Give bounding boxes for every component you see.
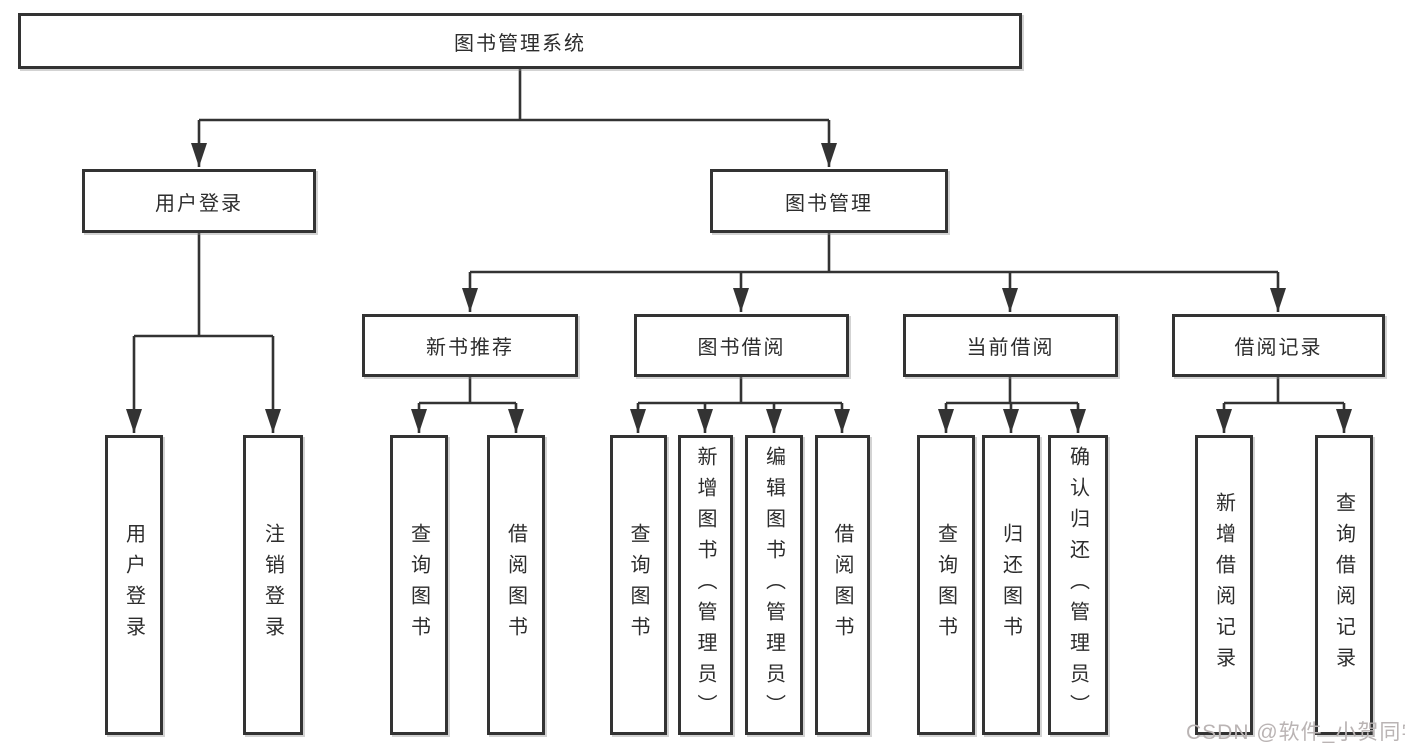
leaf-query-books-2: 查询图书 bbox=[610, 435, 667, 735]
node-borrow-records: 借阅记录 bbox=[1172, 314, 1385, 377]
connector-current-borrowing-children bbox=[938, 377, 1086, 433]
leaf-user-login-label: 用户登录 bbox=[122, 523, 145, 647]
leaf-query-books-1: 查询图书 bbox=[390, 435, 448, 735]
connector-book-mgmt-to-level3 bbox=[462, 233, 1286, 312]
leaf-borrow-books-2-label: 借阅图书 bbox=[831, 523, 853, 647]
node-root-system-label: 图书管理系统 bbox=[454, 32, 586, 55]
leaf-query-borrow-record: 查询借阅记录 bbox=[1315, 435, 1373, 735]
connector-user-login-children bbox=[126, 233, 281, 433]
leaf-confirm-return-admin: 确认归还（管理员） bbox=[1048, 435, 1108, 735]
node-book-management-label: 图书管理 bbox=[785, 192, 873, 215]
node-new-book-recommend: 新书推荐 bbox=[362, 314, 578, 377]
leaf-return-book-label: 归还图书 bbox=[999, 523, 1022, 647]
leaf-query-books-3: 查询图书 bbox=[917, 435, 975, 735]
leaf-borrow-books-1-label: 借阅图书 bbox=[504, 523, 527, 647]
leaf-add-borrow-record: 新增借阅记录 bbox=[1195, 435, 1253, 735]
leaf-edit-book-admin: 编辑图书（管理员） bbox=[745, 435, 803, 735]
node-book-borrowing: 图书借阅 bbox=[634, 314, 849, 377]
leaf-add-book-admin-label: 新增图书（管理员） bbox=[694, 445, 716, 725]
node-root-system: 图书管理系统 bbox=[18, 13, 1022, 69]
csdn-watermark: CSDN @软件_小贺同学 bbox=[1186, 721, 1405, 744]
connector-root-to-level2 bbox=[191, 68, 837, 167]
leaf-return-book: 归还图书 bbox=[982, 435, 1040, 735]
leaf-add-borrow-record-label: 新增借阅记录 bbox=[1212, 492, 1235, 678]
leaf-query-books-3-label: 查询图书 bbox=[934, 523, 957, 647]
leaf-logout-label: 注销登录 bbox=[261, 523, 284, 647]
node-new-book-recommend-label: 新书推荐 bbox=[426, 337, 514, 359]
node-borrow-records-label: 借阅记录 bbox=[1234, 337, 1323, 359]
node-current-borrowing: 当前借阅 bbox=[903, 314, 1118, 377]
leaf-user-login: 用户登录 bbox=[105, 435, 163, 735]
node-book-borrowing-label: 图书借阅 bbox=[697, 337, 786, 359]
leaf-logout: 注销登录 bbox=[243, 435, 303, 735]
leaf-borrow-books-1: 借阅图书 bbox=[487, 435, 545, 735]
connector-book-borrowing-children bbox=[630, 377, 850, 433]
leaf-borrow-books-2: 借阅图书 bbox=[815, 435, 870, 735]
connector-borrow-records-children bbox=[1216, 377, 1352, 433]
node-user-login: 用户登录 bbox=[82, 169, 316, 233]
leaf-add-book-admin: 新增图书（管理员） bbox=[678, 435, 733, 735]
leaf-query-books-1-label: 查询图书 bbox=[407, 523, 430, 647]
connector-new-books-children bbox=[411, 377, 524, 433]
node-user-login-label: 用户登录 bbox=[155, 192, 243, 215]
leaf-edit-book-admin-label: 编辑图书（管理员） bbox=[762, 445, 785, 725]
leaf-confirm-return-admin-label: 确认归还（管理员） bbox=[1066, 445, 1089, 725]
node-current-borrowing-label: 当前借阅 bbox=[966, 337, 1055, 359]
node-book-management: 图书管理 bbox=[710, 169, 948, 233]
leaf-query-borrow-record-label: 查询借阅记录 bbox=[1332, 492, 1355, 678]
leaf-query-books-2-label: 查询图书 bbox=[627, 523, 649, 647]
